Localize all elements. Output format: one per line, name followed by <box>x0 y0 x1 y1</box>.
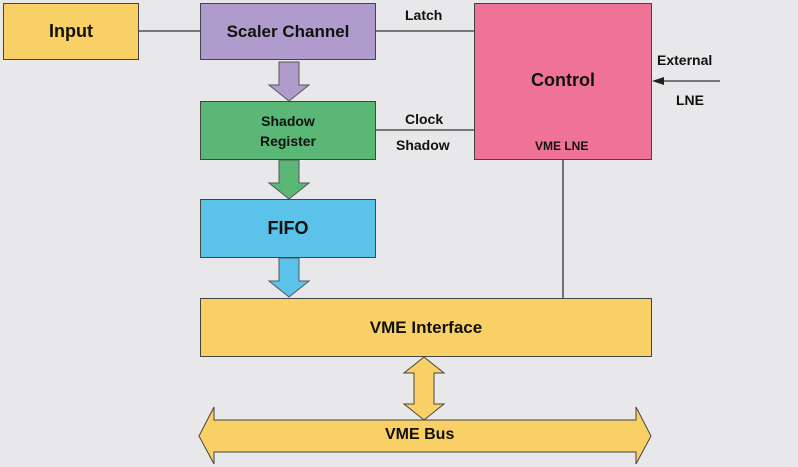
scaler-to-shadow-arrow <box>267 61 311 102</box>
control-block: Control <box>474 3 652 160</box>
vme-interface-label: VME Interface <box>369 317 483 337</box>
clock-label: Clock <box>405 111 444 127</box>
external-lne-arrowhead <box>652 77 664 85</box>
external-label: External <box>657 52 713 68</box>
lne-label: LNE <box>676 92 704 108</box>
vme-bus-arrow <box>198 406 652 465</box>
fifo-block: FIFO <box>200 199 376 258</box>
shadow-label: Shadow <box>396 137 450 153</box>
scaler-channel-block: Scaler Channel <box>200 3 376 60</box>
input-block: Input <box>3 3 139 60</box>
shadow-register-block: Shadow Register <box>200 101 376 160</box>
vme-interface-bus-arrow <box>402 356 446 421</box>
fifo-label: FIFO <box>267 218 309 238</box>
shadow-register-line2: Register <box>259 132 317 149</box>
control-label: Control <box>531 70 595 90</box>
scaler-channel-label: Scaler Channel <box>226 21 350 41</box>
vme-bus-label: VME Bus <box>385 426 455 443</box>
input-label: Input <box>49 21 93 41</box>
vme-lne-label: VME LNE <box>535 139 589 153</box>
fifo-to-vme-arrow <box>267 257 311 298</box>
shadow-register-line1: Shadow <box>261 112 315 129</box>
vme-interface-block: VME Interface <box>200 298 652 357</box>
shadow-to-fifo-arrow <box>267 159 311 200</box>
latch-label: Latch <box>405 7 443 23</box>
